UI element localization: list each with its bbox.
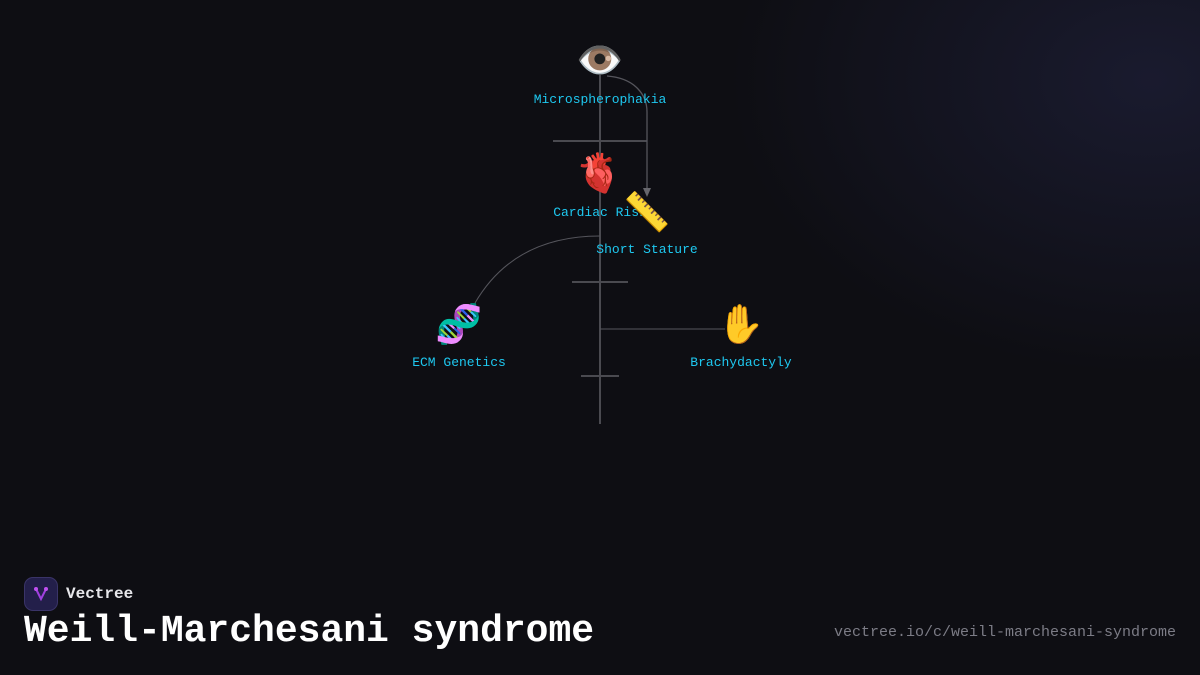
node-label-short-stature[interactable]: Short Stature bbox=[596, 242, 698, 257]
brand-name: Vectree bbox=[66, 585, 134, 603]
page-url[interactable]: vectree.io/c/weill-marchesani-syndrome bbox=[833, 624, 1176, 641]
node-label-ecm-genetics[interactable]: ECM Genetics bbox=[412, 355, 506, 370]
heart-icon[interactable]: 🫀 bbox=[575, 151, 623, 195]
hand-icon[interactable]: ✋ bbox=[717, 302, 765, 346]
dna-icon[interactable]: 🧬 bbox=[435, 302, 483, 346]
brand: Vectree bbox=[24, 577, 133, 611]
node-label-cardiac-risk[interactable]: Cardiac Risk bbox=[553, 205, 647, 220]
ruler-icon[interactable]: 📏 bbox=[623, 190, 671, 234]
node-label-brachydactyly[interactable]: Brachydactyly bbox=[690, 355, 792, 370]
edge-arrowhead bbox=[643, 188, 651, 197]
node-label-microspherophakia[interactable]: Microspherophakia bbox=[533, 92, 667, 107]
vectree-logo-icon bbox=[24, 577, 58, 611]
edge-eye-to-stature bbox=[606, 75, 648, 190]
page-title: Weill-Marchesani syndrome bbox=[24, 610, 595, 653]
edge-trunk-to-ecm bbox=[474, 235, 601, 304]
eye-icon[interactable]: 👁️ bbox=[576, 38, 624, 82]
